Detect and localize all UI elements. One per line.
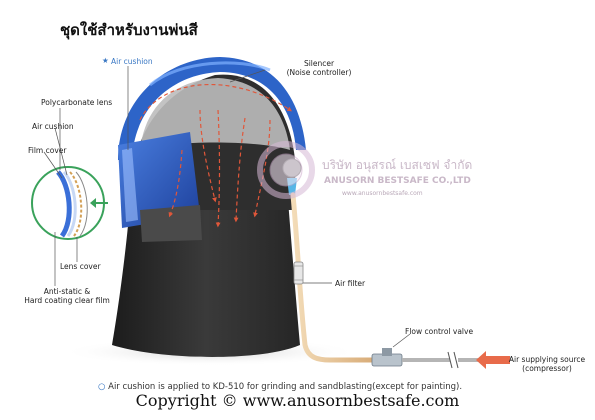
leader-lines xyxy=(43,66,512,361)
air-supply-arrow xyxy=(476,351,510,369)
copyright-notice: Copyright © www.anusornbestsafe.com xyxy=(135,391,460,410)
company-name-thai: บริษัท อนุสรณ์ เบสเซฟ จำกัด xyxy=(322,158,473,172)
air-hose xyxy=(290,192,383,363)
helmet-inner xyxy=(140,78,290,150)
air-cushion-top-label: Air cushion xyxy=(111,57,153,66)
footnote-text: Air cushion is applied to KD-510 for gri… xyxy=(108,382,463,392)
anti-static-line2: Hard coating clear film xyxy=(24,296,110,305)
star-icon: ★ xyxy=(102,56,109,65)
circle-bullet-icon: ○ xyxy=(98,382,106,392)
air-filter-label: Air filter xyxy=(335,279,366,288)
air-source-label: Air supplying source (compressor) xyxy=(506,355,588,373)
lens-cover-label: Lens cover xyxy=(60,262,101,271)
air-source-line1: Air supplying source xyxy=(508,355,586,364)
helmet-shell xyxy=(118,57,306,160)
air-source-line2: (compressor) xyxy=(522,364,572,373)
lens-detail-callout xyxy=(31,166,108,240)
polycarbonate-lens-label: Polycarbonate lens xyxy=(41,98,113,107)
air-filter xyxy=(293,261,304,285)
silencer-line1: Silencer xyxy=(303,59,335,68)
anti-static-label: Anti-static & Hard coating clear film xyxy=(22,287,112,305)
chin-plate xyxy=(140,205,202,242)
silencer-label: Silencer (Noise controller) xyxy=(282,59,356,77)
company-logo xyxy=(257,141,315,199)
footnote: ○ Air cushion is applied to KD-510 for g… xyxy=(98,382,462,392)
visor xyxy=(118,132,200,228)
silencer-line2: (Noise controller) xyxy=(286,68,352,77)
company-url: www.anusornbestsafe.com xyxy=(342,190,423,197)
flow-control-valve-label: Flow control valve xyxy=(405,327,474,336)
anti-static-line1: Anti-static & xyxy=(43,287,91,296)
page-title: ชุดใช้สำหรับงานพ่นสี xyxy=(60,21,198,39)
film-cover-label: Film cover xyxy=(28,146,67,155)
company-name-english: ANUSORN BESTSAFE CO.,LTD xyxy=(324,176,471,186)
flow-control-valve xyxy=(371,348,403,367)
air-cushion-side-label: Air cushion xyxy=(32,122,74,131)
airflow-arrows xyxy=(139,83,292,228)
